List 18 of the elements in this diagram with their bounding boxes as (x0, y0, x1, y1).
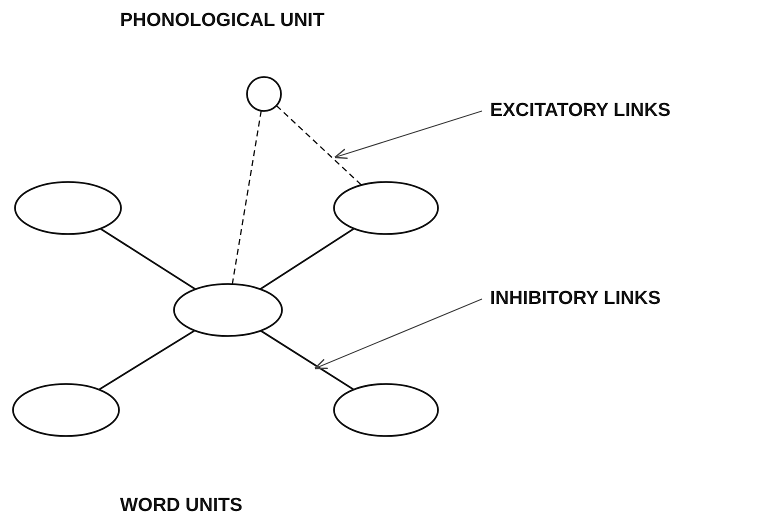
unit-ellipse (12, 383, 120, 437)
unit-ellipse (173, 283, 283, 337)
group-heading: PHONOLOGICAL UNIT (120, 10, 324, 32)
unit-ellipse (14, 181, 122, 235)
link-line (100, 228, 196, 290)
dashed-link (232, 110, 262, 284)
leader-arrow (314, 298, 482, 370)
group-heading: WORD UNITS (120, 495, 242, 517)
link-type-label: INHIBITORY LINKS (490, 288, 661, 310)
dashed-link (276, 105, 362, 186)
link-type-label: EXCITATORY LINKS (490, 100, 671, 122)
unit-circle (246, 76, 282, 112)
link-line (260, 228, 355, 290)
link-line (98, 330, 196, 390)
unit-ellipse (333, 181, 439, 235)
unit-ellipse (333, 383, 439, 437)
link-line (260, 330, 354, 390)
leader-arrow (334, 110, 482, 160)
